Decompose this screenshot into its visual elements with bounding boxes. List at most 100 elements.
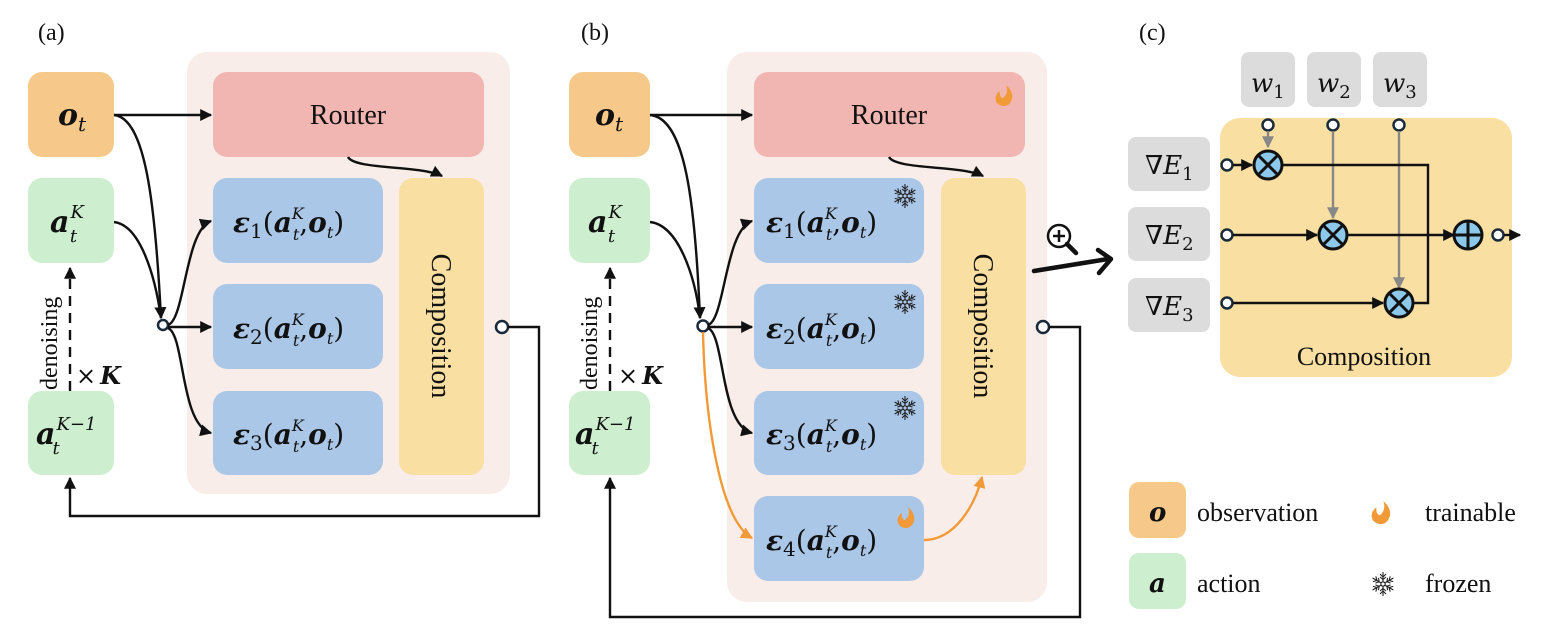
gradient-3-label: ∇E3 bbox=[1145, 292, 1194, 326]
gradient-1-box bbox=[1128, 137, 1210, 191]
multiply-3-icon bbox=[1383, 287, 1415, 319]
legend-action-label: action bbox=[1197, 569, 1261, 598]
previous-action-box bbox=[569, 391, 650, 475]
expert-4-box bbox=[754, 496, 924, 581]
hub-to-expert-1-arrow bbox=[707, 218, 754, 327]
times-k-label: ×K bbox=[76, 361, 122, 390]
obs-to-hub-arrow bbox=[113, 113, 167, 320]
router-box bbox=[754, 72, 1025, 157]
weight-1-box bbox=[1241, 52, 1295, 107]
expert-4-to-composition-arrow bbox=[923, 475, 986, 542]
expert-1-box bbox=[213, 178, 383, 263]
composition-box bbox=[941, 178, 1026, 475]
composition-title: Composition bbox=[1297, 342, 1431, 371]
composition-label: Composition bbox=[425, 254, 456, 399]
legend-action-swatch bbox=[1129, 553, 1186, 609]
gradient-3-box bbox=[1128, 278, 1210, 332]
output-node bbox=[1491, 228, 1505, 242]
weight-3-box bbox=[1373, 52, 1427, 107]
feedback-loop-arrow bbox=[64, 325, 541, 518]
composition-label: Composition bbox=[967, 254, 998, 399]
obs-to-hub-arrow bbox=[649, 113, 706, 320]
router-to-composition-arrow bbox=[346, 156, 444, 178]
composition-output-node bbox=[1035, 319, 1051, 335]
action-to-hub-line bbox=[113, 220, 163, 319]
composition-panel bbox=[1220, 118, 1512, 377]
legend-frozen-label: frozen bbox=[1425, 569, 1491, 598]
weight-2-label: w2 bbox=[1317, 69, 1351, 103]
zoom-arrow-head bbox=[1095, 247, 1114, 276]
legend-action-symbol: a bbox=[1149, 569, 1166, 599]
legend-observation-symbol: o bbox=[1149, 498, 1166, 528]
expert-2-box bbox=[213, 284, 383, 369]
hub-to-expert-3-arrow bbox=[167, 326, 213, 437]
router-label: Router bbox=[310, 100, 387, 131]
expert-3-box bbox=[213, 391, 383, 475]
observation-box bbox=[28, 72, 114, 157]
previous-action-box bbox=[28, 391, 114, 475]
panel-b-label: (b) bbox=[581, 20, 609, 46]
zoom-in-icon bbox=[1046, 223, 1079, 256]
action-box bbox=[28, 178, 114, 263]
router-to-composition-arrow bbox=[887, 156, 985, 178]
sum-icon bbox=[1452, 219, 1484, 251]
multiply-2-icon bbox=[1317, 219, 1349, 251]
weight-2-node bbox=[1326, 118, 1340, 132]
hub-node bbox=[156, 318, 170, 332]
gradient-2-label: ∇E2 bbox=[1145, 221, 1194, 255]
weight-2-box bbox=[1307, 52, 1361, 107]
gradient-2-box bbox=[1128, 207, 1210, 261]
observation-box bbox=[569, 72, 650, 157]
feedback-loop-arrow bbox=[604, 325, 1082, 619]
gradient-1-label: ∇E1 bbox=[1145, 151, 1194, 185]
hub-to-expert-1-arrow bbox=[167, 218, 213, 327]
legend-trainable-label: trainable bbox=[1425, 498, 1516, 527]
legend-observation-swatch bbox=[1129, 482, 1186, 538]
product-1-line bbox=[1282, 163, 1430, 235]
hub-to-expert-3-arrow bbox=[707, 326, 754, 437]
expert-3-box bbox=[754, 391, 924, 475]
panel-a-label: (a) bbox=[38, 20, 65, 46]
expert-1-box bbox=[754, 178, 924, 263]
observation-symbol: ot bbox=[58, 98, 87, 136]
times-k-label: ×K bbox=[618, 361, 664, 390]
legend: o observation a action trainable frozen bbox=[1129, 482, 1516, 609]
weight-3-node bbox=[1392, 118, 1406, 132]
observation-symbol: ot bbox=[595, 98, 624, 136]
weight-1-node bbox=[1261, 118, 1275, 132]
weight-1-label: w1 bbox=[1251, 69, 1285, 103]
weight-3-label: w3 bbox=[1383, 69, 1417, 103]
legend-flame-icon bbox=[1371, 500, 1391, 524]
denoising-label: denoising bbox=[37, 297, 63, 390]
router-box bbox=[213, 72, 484, 157]
gradient-1-node bbox=[1220, 158, 1234, 172]
zoom-arrow-shaft bbox=[1031, 256, 1111, 274]
expert-2-box bbox=[754, 284, 924, 369]
hub-node bbox=[696, 319, 710, 333]
panel-c-label: (c) bbox=[1139, 20, 1166, 46]
action-to-hub-line bbox=[649, 220, 702, 319]
composition-box bbox=[399, 178, 484, 475]
composition-output-node bbox=[494, 319, 510, 335]
legend-observation-label: observation bbox=[1197, 498, 1318, 527]
multiply-1-icon bbox=[1252, 149, 1284, 181]
panel-c: (c) Composition w1 w2 w3 ∇E1 ∇E2 ∇E3 bbox=[1128, 20, 1522, 377]
router-label: Router bbox=[851, 100, 928, 131]
legend-snowflake-icon bbox=[1371, 572, 1395, 596]
gradient-2-node bbox=[1220, 228, 1234, 242]
product-3-line bbox=[1413, 235, 1430, 305]
